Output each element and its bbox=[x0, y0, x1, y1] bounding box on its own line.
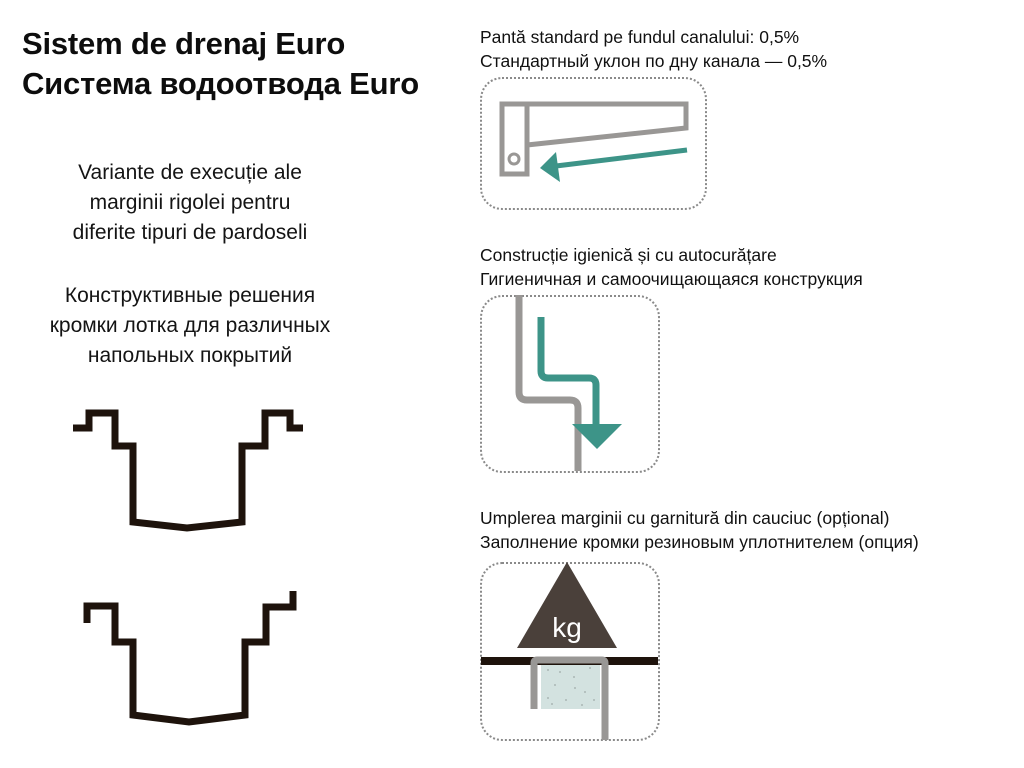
rubber-seal-icon-box bbox=[480, 562, 660, 741]
subtitle-ro-line: marginii rigolei pentru bbox=[89, 191, 291, 214]
feature-rubber-seal-label-ru: Заполнение кромки резиновым уплотнителем… bbox=[480, 532, 919, 552]
feature-hygienic: Construcție igienică și cu autocurățare … bbox=[480, 243, 863, 291]
subtitle-ro-line: diferite tipuri de pardoseli bbox=[72, 221, 308, 244]
hygienic-icon-box bbox=[480, 295, 660, 473]
feature-slope-label-ro: Pantă standard pe fundul canalului: 0,5% bbox=[480, 27, 800, 47]
feature-slope: Pantă standard pe fundul canalului: 0,5%… bbox=[480, 25, 827, 73]
feature-rubber-seal: Umplerea marginii cu garnitură din cauci… bbox=[480, 506, 919, 554]
feature-hygienic-label-ru: Гигиеничная и самоочищающаяся конструкци… bbox=[480, 269, 863, 289]
feature-hygienic-label-ro: Construcție igienică și cu autocurățare bbox=[480, 245, 777, 265]
feature-slope-label-ru: Стандартный уклон по дну канала — 0,5% bbox=[480, 51, 828, 71]
subtitle-ro-line: Variante de execuție ale bbox=[78, 161, 302, 184]
title-ro: Sistem de drenaj Euro bbox=[22, 26, 346, 61]
feature-rubber-seal-label-ro: Umplerea marginii cu garnitură din cauci… bbox=[480, 508, 890, 528]
subtitle-ru-line: напольных покрытий bbox=[87, 344, 293, 367]
title-ru: Система водоотвода Euro bbox=[22, 66, 419, 101]
subtitle-ru-line: кромки лотка для различных bbox=[49, 314, 331, 337]
slope-icon-box bbox=[480, 77, 707, 210]
subtitle-ru: Конструктивные решения кромки лотка для … bbox=[0, 281, 380, 371]
weight-kg-label: kg bbox=[552, 612, 582, 643]
page-title: Sistem de drenaj Euro Система водоотвода… bbox=[22, 24, 419, 104]
subtitle-ro: Variante de execuție ale marginii rigole… bbox=[0, 158, 380, 248]
subtitle-ru-line: Конструктивные решения bbox=[64, 284, 316, 307]
